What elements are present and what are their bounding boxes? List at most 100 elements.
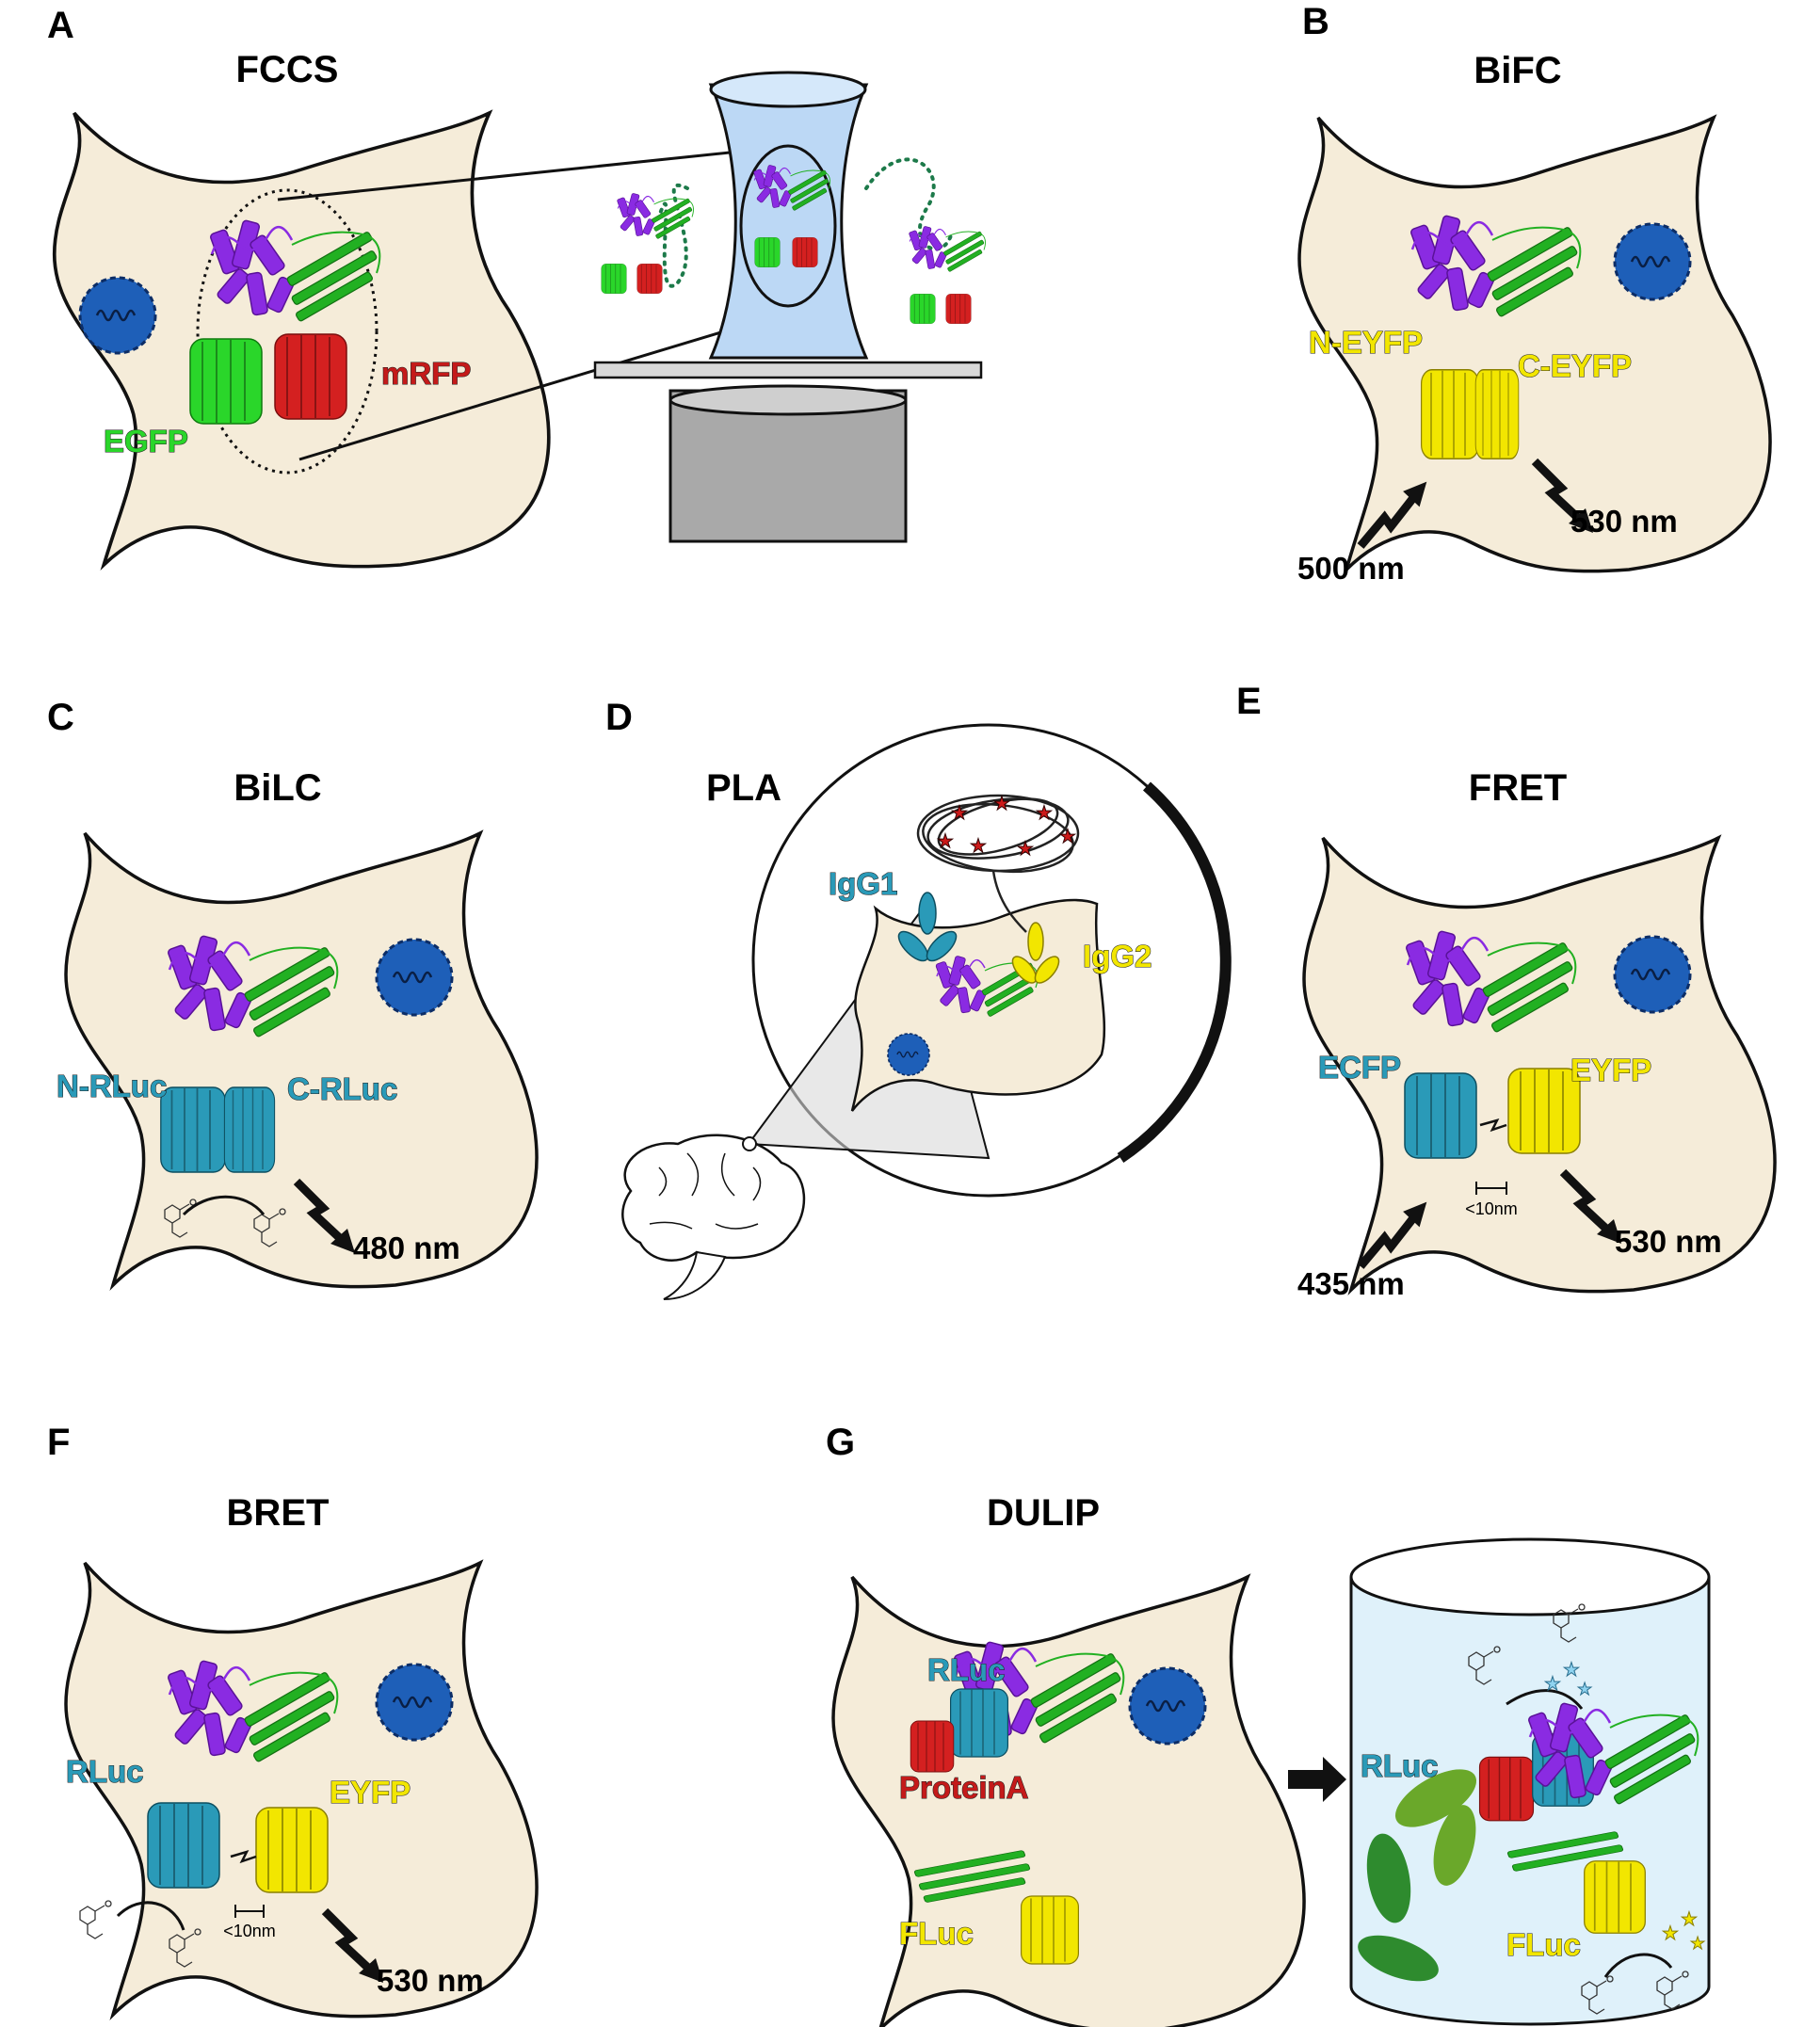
panel-g: G DULIP RLuc ProteinA FLuc <box>826 1422 1711 2027</box>
rluc-barrel-icon <box>949 1688 1009 1758</box>
panel-e-letter: E <box>1236 681 1262 722</box>
antibody-icon <box>1358 1769 1476 1982</box>
reaction-arrow <box>182 1195 266 1216</box>
eyfp-barrel-icon <box>1507 1068 1581 1154</box>
fluc-barrel-icon <box>1020 1895 1080 1965</box>
nucleus-icon <box>78 276 157 355</box>
star-icon: ★ <box>993 792 1010 814</box>
green-protein-icon <box>913 1850 1031 1903</box>
c-eyfp-label: C-EYFP <box>1518 348 1632 383</box>
rluc-barrel-icon <box>147 1802 220 1889</box>
energy-transfer-icon <box>1479 1118 1507 1133</box>
panel-e-title: FRET <box>1469 767 1567 809</box>
energy-transfer-icon <box>230 1849 257 1864</box>
reaction-arrow <box>116 1901 185 1931</box>
egfp-barrel-icon <box>754 236 781 268</box>
excitation-wavelength: 500 nm <box>1297 551 1405 586</box>
laser-tube <box>708 83 869 360</box>
panel-a-title: FCCS <box>236 49 339 90</box>
mrfp-barrel-icon <box>636 263 663 295</box>
fluorophore-stars: ★ ★ ★ ★ ★ ★ ★ <box>937 792 1077 861</box>
excitation-wavelength: 435 nm <box>1297 1266 1405 1301</box>
well-top <box>1349 1537 1711 1617</box>
star-icon: ★ <box>1690 1934 1705 1954</box>
rolling-circle-product <box>916 794 1080 933</box>
igg2-label: IgG2 <box>1083 939 1152 973</box>
ecfp-barrel-icon <box>1404 1072 1477 1159</box>
proteina-icon <box>910 1720 955 1773</box>
panel-g-title: DULIP <box>987 1492 1100 1534</box>
mrfp-barrel-icon <box>945 293 972 325</box>
n-eyfp-label: N-EYFP <box>1309 325 1423 360</box>
star-icon: ★ <box>1036 801 1053 824</box>
igg1-label: IgG1 <box>829 866 897 901</box>
proteina-icon <box>1478 1756 1535 1822</box>
light-stars-fluc: ★ ★ ★ <box>1662 1907 1706 1955</box>
egfp-barrel-icon <box>910 293 936 325</box>
reaction-arrow <box>1603 1953 1673 1978</box>
panel-a: A FCCS EGFP mRFP <box>47 5 987 569</box>
proteina-label: ProteinA <box>899 1770 1029 1805</box>
laser-tube-top <box>709 71 867 108</box>
nucleus-icon <box>375 1663 454 1742</box>
cell-outline <box>64 831 539 1289</box>
star-icon: ★ <box>1563 1658 1580 1681</box>
star-icon: ★ <box>1681 1907 1698 1930</box>
detection-volume <box>739 144 837 308</box>
c-rluc-fragment-icon <box>223 1086 276 1173</box>
brain-icon <box>621 1134 806 1300</box>
substrate-icon <box>79 1900 112 1939</box>
star-icon: ★ <box>970 834 987 857</box>
ecfp-label: ECFP <box>1318 1050 1401 1085</box>
panel-d-letter: D <box>605 697 633 738</box>
zoom-line <box>298 309 794 461</box>
panel-f-title: BRET <box>227 1492 330 1534</box>
nucleus-icon <box>1613 935 1692 1014</box>
emission-wavelength: 530 nm <box>377 1963 484 1998</box>
n-rluc-label: N-RLuc <box>56 1069 167 1103</box>
star-icon: ★ <box>1059 825 1076 847</box>
rluc-label: RLuc <box>66 1754 144 1789</box>
eyfp-label: EYFP <box>330 1775 411 1810</box>
n-rluc-fragment-icon <box>159 1086 227 1173</box>
zoom-circle-shadow <box>1117 781 1232 1163</box>
star-icon: ★ <box>951 801 968 824</box>
panel-b-letter: B <box>1302 1 1329 42</box>
star-icon: ★ <box>1017 837 1034 860</box>
light-stars-rluc: ★ ★ ★ <box>1544 1658 1593 1700</box>
star-icon: ★ <box>1662 1922 1679 1944</box>
rluc-well-label: RLuc <box>1361 1748 1439 1783</box>
panel-b: B BiFC N-EYFP C-EYFP 500 nm 530 nm <box>1297 1 1772 586</box>
panel-f-letter: F <box>47 1422 70 1463</box>
panel-f: F BRET RLuc EYFP <10nm 530 nm <box>47 1422 539 2019</box>
panel-c: C BiLC N-RLuc C-RLuc 480 nm <box>47 697 539 1289</box>
nucleus-icon <box>1613 222 1692 301</box>
egfp-barrel-icon <box>601 263 627 295</box>
panel-a-letter: A <box>47 5 74 46</box>
focal-volume <box>196 188 378 475</box>
zoom-line <box>277 144 794 201</box>
emission-wavelength: 530 nm <box>1570 504 1678 539</box>
reaction-arrow <box>1506 1689 1584 1710</box>
n-eyfp-fragment-icon <box>1420 368 1480 460</box>
star-icon: ★ <box>1544 1672 1561 1695</box>
star-icon: ★ <box>1577 1680 1592 1699</box>
cell-outline <box>64 1561 539 2019</box>
emission-wavelength: 480 nm <box>353 1231 460 1265</box>
fluc-well-label: FLuc <box>1506 1927 1581 1962</box>
objective-top <box>668 384 908 416</box>
eyfp-barrel-icon <box>255 1807 329 1893</box>
arrow-right-icon <box>1288 1757 1346 1802</box>
coverslip <box>593 361 983 379</box>
panel-b-title: BiFC <box>1474 50 1561 91</box>
panel-e: E FRET ECFP EYFP <10nm 435 nm 530 nm <box>1236 681 1777 1301</box>
igg1-antibody-icon <box>897 892 958 962</box>
panel-g-letter: G <box>826 1422 855 1463</box>
panel-d: D PLA ★ ★ ★ ★ ★ ★ ★ <box>605 697 1232 1300</box>
distance-bar <box>234 1905 265 1918</box>
mrfp-barrel-icon <box>274 333 347 420</box>
nucleus-icon <box>887 1033 930 1076</box>
igg2-antibody-icon <box>1011 922 1060 984</box>
egfp-label: EGFP <box>104 424 188 458</box>
